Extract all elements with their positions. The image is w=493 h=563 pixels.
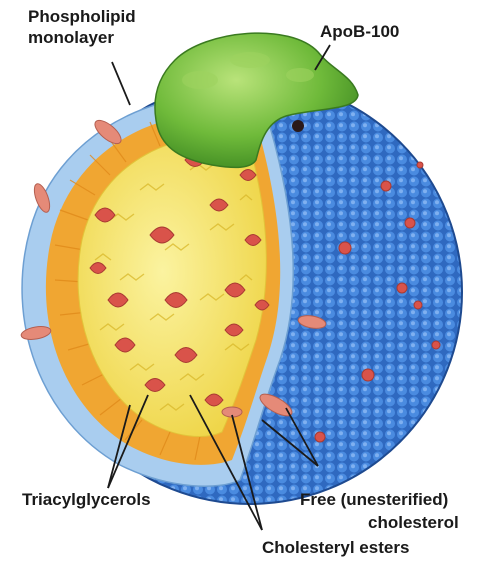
- label-phospholipid-line1: Phospholipid: [28, 7, 136, 26]
- label-free-cholesterol-line2: cholesterol: [368, 513, 459, 532]
- label-triacylglycerols: Triacylglycerols: [22, 490, 151, 509]
- label-phospholipid-line2: monolayer: [28, 28, 114, 47]
- leader-phospholipid: [112, 62, 130, 105]
- label-free-cholesterol-line1: Free (unesterified): [300, 490, 448, 509]
- label-cholesteryl-esters: Cholesteryl esters: [262, 538, 409, 557]
- label-apob: ApoB-100: [320, 22, 399, 41]
- surface-dark-spot: [292, 120, 304, 132]
